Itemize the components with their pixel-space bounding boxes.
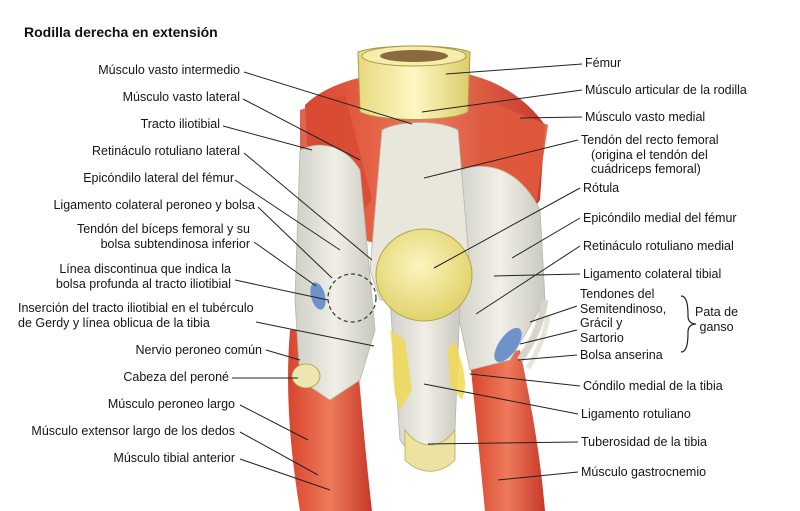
patella <box>375 228 473 322</box>
bursae <box>310 282 522 363</box>
label-rotula: Rótula <box>583 181 620 195</box>
label-colateral-tibial: Ligamento colateral tibial <box>583 267 722 281</box>
leader-lines-left <box>222 71 413 491</box>
label-femur: Fémur <box>585 56 622 70</box>
label-recto-femoral: Tendón del recto femoral(origina el tend… <box>581 133 719 176</box>
label-vasto-medial: Músculo vasto medial <box>585 110 706 124</box>
fat-pads <box>390 330 465 472</box>
label-epicondilo-medial: Epicóndilo medial del fémur <box>583 211 737 225</box>
label-epicondilo-lateral: Epicóndilo lateral del fémur <box>83 171 234 185</box>
label-condilo-medial: Cóndilo medial de la tibia <box>583 379 723 393</box>
label-ligamento-rotuliano: Ligamento rotuliano <box>581 407 691 421</box>
label-retinaculo-medial: Retináculo rotuliano medial <box>583 239 734 253</box>
label-insercion-tracto: Inserción del tracto iliotibial en el tu… <box>18 301 254 330</box>
pes-anserinus-tendons <box>517 299 551 370</box>
label-extensor-largo: Músculo extensor largo de los dedos <box>31 424 235 438</box>
label-bolsa-anserina: Bolsa anserina <box>580 348 663 362</box>
label-vasto-intermedio: Músculo vasto intermedio <box>98 63 240 77</box>
label-nervio-peroneo: Nervio peroneo común <box>135 343 262 357</box>
leader-lines-right <box>421 63 583 481</box>
label-gastrocnemio: Músculo gastrocnemio <box>581 465 707 479</box>
deep-bursa-outline <box>327 273 377 323</box>
label-tibial-anterior: Músculo tibial anterior <box>113 451 235 465</box>
fibular-head <box>291 363 321 389</box>
pes-anserinus-bracket <box>680 295 697 353</box>
knee-tendons <box>294 122 546 459</box>
label-retinaculo-lateral: Retináculo rotuliano lateral <box>91 144 240 158</box>
figure-title: Rodilla derecha en extensión <box>24 24 218 40</box>
label-tuberosidad-tibia: Tuberosidad de la tibia <box>581 435 708 449</box>
label-articular-rodilla: Músculo articular de la rodilla <box>585 83 747 97</box>
label-cabeza-perone: Cabeza del peroné <box>123 370 229 384</box>
label-tracto-iliotibial: Tracto iliotibial <box>140 117 220 131</box>
femur-bone <box>357 45 471 120</box>
label-vasto-lateral: Músculo vasto lateral <box>122 90 240 104</box>
label-colateral-peroneo: Ligamento colateral peroneo y bolsa <box>53 198 255 212</box>
label-peroneo-largo: Músculo peroneo largo <box>107 397 235 411</box>
